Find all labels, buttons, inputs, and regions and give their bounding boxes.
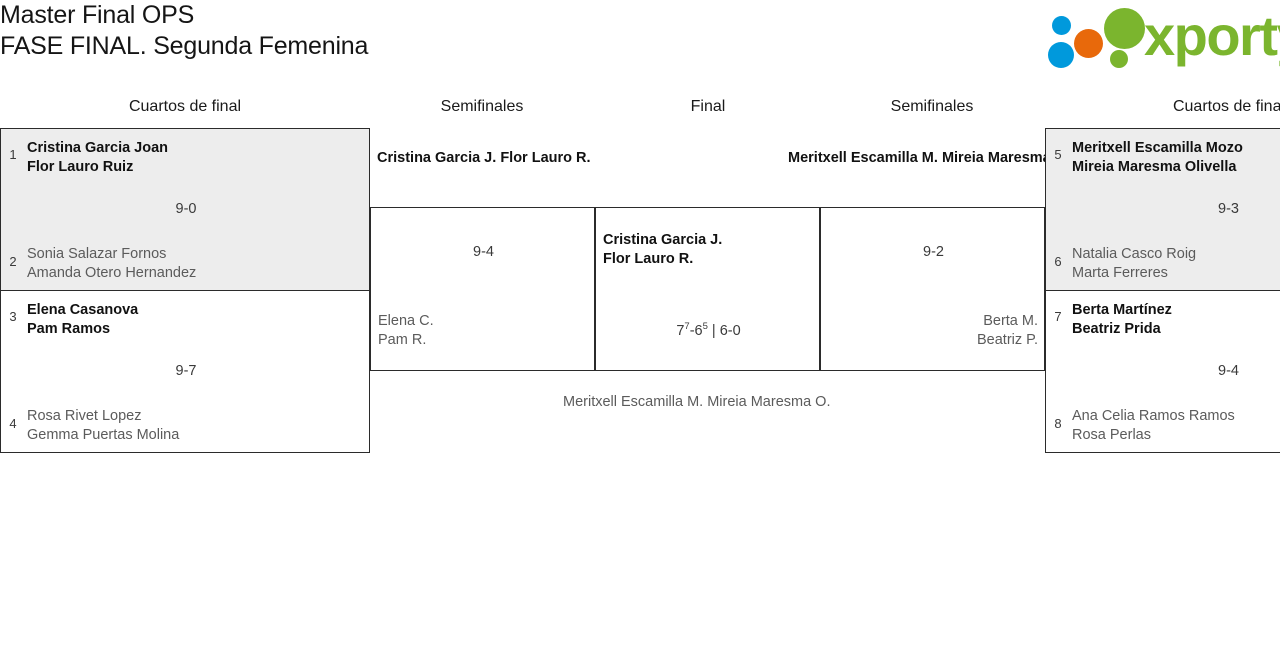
round-header-semifinales-right: Semifinales bbox=[890, 98, 974, 115]
match-box-final[interactable]: Cristina Garcia J. Flor Lauro R. 77-65 |… bbox=[595, 207, 820, 371]
tournament-phase: FASE FINAL. Segunda Femenina bbox=[0, 32, 369, 60]
team-name: Ana Celia Ramos Ramos Rosa Perlas bbox=[1072, 408, 1235, 443]
team-name: Natalia Casco Roig Marta Ferreres bbox=[1072, 246, 1197, 281]
team-name: Meritxell Escamilla Mozo Mireia Maresma … bbox=[1072, 140, 1243, 175]
tournament-name: Master Final OPS bbox=[0, 1, 195, 29]
logo-dot-orange-icon bbox=[1074, 29, 1103, 58]
team-name: Elena C. Pam R. bbox=[378, 313, 434, 348]
match-score: 9-2 bbox=[923, 244, 944, 260]
team-name-sf-right-winner: Meritxell Escamilla M. Mireia Maresma O. bbox=[788, 150, 1071, 166]
team-name: Berta M. Beatriz P. bbox=[977, 313, 1038, 348]
logo-dot-green-small-icon bbox=[1110, 50, 1128, 68]
match-score-final: 77-65 | 6-0 bbox=[676, 321, 741, 339]
logo-dot-blue-small-icon bbox=[1052, 16, 1071, 35]
seed-number: 8 bbox=[1054, 416, 1062, 431]
match-box-qf-left-2[interactable]: 3 Elena Casanova Pam Ramos 9-7 4 Rosa Ri… bbox=[0, 290, 370, 453]
match-score: 9-4 bbox=[473, 244, 494, 260]
round-header-semifinales-left: Semifinales bbox=[440, 98, 524, 115]
seed-number: 7 bbox=[1054, 309, 1062, 324]
match-box-qf-left-1[interactable]: 1 Cristina Garcia Joan Flor Lauro Ruiz 9… bbox=[0, 128, 370, 291]
team-name: Cristina Garcia Joan Flor Lauro Ruiz bbox=[27, 140, 169, 175]
page-title: Master Final OPS FASE FINAL. Segunda Fem… bbox=[0, 0, 900, 62]
round-header-cuartos-de-final-left: Cuartos de final bbox=[128, 98, 242, 115]
seed-number: 2 bbox=[9, 254, 17, 269]
match-box-qf-right-1[interactable]: 5 Meritxell Escamilla Mozo Mireia Maresm… bbox=[1045, 128, 1280, 291]
team-name: Rosa Rivet Lopez Gemma Puertas Molina bbox=[27, 408, 180, 443]
logo-dot-green-large-icon bbox=[1104, 8, 1145, 49]
team-name-final-winner: Cristina Garcia J. Flor Lauro R. bbox=[603, 232, 723, 267]
logo-wordmark: xporty bbox=[1144, 4, 1280, 67]
seed-number: 1 bbox=[9, 147, 17, 162]
match-box-qf-right-2[interactable]: 7 Berta Martínez Beatriz Prida 9-4 8 Ana… bbox=[1045, 290, 1280, 453]
seed-number: 3 bbox=[9, 309, 17, 324]
xporty-logo: xporty bbox=[1048, 4, 1280, 68]
team-name: Elena Casanova Pam Ramos bbox=[27, 302, 139, 337]
match-score: 9-0 bbox=[175, 201, 197, 217]
seed-number: 6 bbox=[1054, 254, 1062, 269]
team-name-final-runnerup: Meritxell Escamilla M. Mireia Maresma O. bbox=[563, 394, 831, 410]
round-header-final: Final bbox=[690, 98, 726, 115]
team-name: Sonia Salazar Fornos Amanda Otero Hernan… bbox=[27, 246, 197, 281]
round-header-cuartos-de-final-right: Cuartos de final bbox=[1172, 98, 1280, 115]
team-name-sf-left-winner: Cristina Garcia J. Flor Lauro R. bbox=[377, 150, 591, 166]
match-box-sf-left[interactable]: 9-4 Elena C. Pam R. bbox=[370, 207, 595, 371]
team-name: Berta Martínez Beatriz Prida bbox=[1072, 302, 1172, 337]
seed-number: 5 bbox=[1054, 147, 1062, 162]
match-score: 9-4 bbox=[1218, 363, 1239, 379]
seed-number: 4 bbox=[9, 416, 17, 431]
logo-dot-blue-large-icon bbox=[1048, 42, 1074, 68]
match-score: 9-3 bbox=[1218, 201, 1239, 217]
match-score: 9-7 bbox=[175, 363, 197, 379]
match-box-sf-right[interactable]: 9-2 Berta M. Beatriz P. bbox=[820, 207, 1045, 371]
